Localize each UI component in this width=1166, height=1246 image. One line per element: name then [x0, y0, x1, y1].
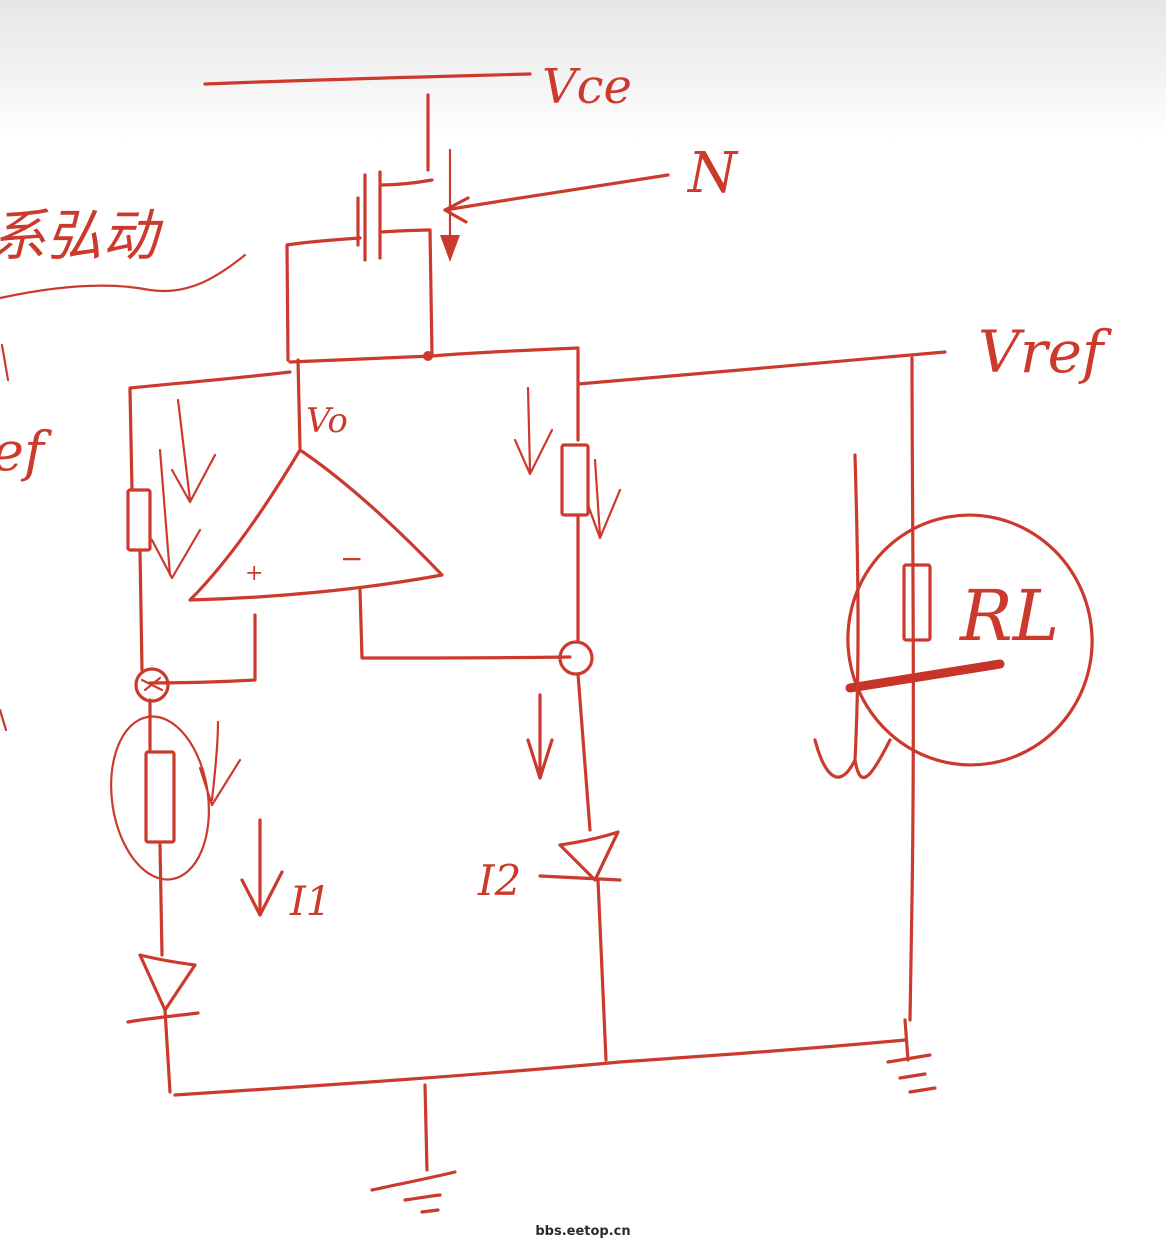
vcc-label: Vce — [542, 59, 632, 115]
opamp-plus: + — [245, 561, 263, 586]
vcc-rail — [203, 72, 532, 86]
source-node-wire — [288, 346, 580, 364]
right-top-resistor — [560, 443, 590, 517]
left-underline-wave — [0, 253, 247, 300]
current-arrow-right-a — [513, 386, 554, 476]
i2-arrow — [526, 693, 554, 780]
left-node — [134, 667, 170, 703]
current-arrow-circled — [198, 720, 242, 807]
i2-label: I2 — [477, 856, 521, 905]
vo-label: Vo — [306, 401, 348, 441]
top-shading — [0, 0, 1166, 140]
i1-label: I1 — [289, 879, 331, 925]
left-top-wire — [128, 370, 292, 390]
rl-branch-wire — [908, 356, 915, 1022]
current-arrow-left-b — [150, 448, 202, 580]
rl-resistor — [902, 563, 932, 642]
opamp-minus: − — [340, 542, 363, 575]
left-mid-resistor — [144, 750, 176, 844]
nmos-transistor — [356, 170, 434, 357]
current-arrow-left-a — [170, 398, 217, 504]
gate-wire — [285, 236, 362, 362]
i1-arrow — [240, 818, 284, 917]
right-diode — [538, 830, 622, 1062]
left-fragment-chinese: 系弘动 — [0, 204, 164, 269]
ground-symbol-right — [886, 1018, 937, 1094]
rl-highlight-circle — [846, 513, 1094, 767]
ground-symbol-bottom — [370, 1170, 457, 1214]
left-diode — [126, 953, 200, 1094]
bottom-ground-wire — [173, 1038, 907, 1097]
left-top-resistor — [126, 488, 152, 552]
vref-line — [576, 350, 947, 386]
n-pointer-arrow — [443, 173, 670, 212]
rl-current-arrow — [813, 453, 892, 780]
vref-label: Vref — [978, 318, 1113, 386]
rl-strike — [845, 659, 1005, 693]
rl-label: RL — [958, 575, 1059, 657]
opamp — [148, 358, 572, 685]
current-arrow-right-b — [586, 458, 622, 540]
watermark: bbs.eetop.cn — [535, 1224, 631, 1239]
n-label: N — [686, 141, 739, 206]
left-fragment-ef: ef — [0, 420, 52, 483]
right-node — [558, 640, 594, 676]
